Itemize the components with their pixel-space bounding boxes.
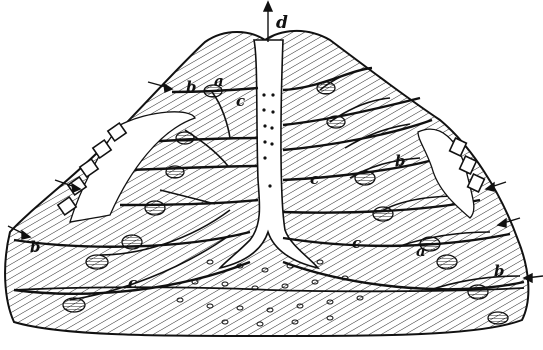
label-c-left-low: c	[128, 274, 137, 292]
label-d: d	[276, 13, 288, 33]
label-b-left-low: b	[30, 238, 41, 256]
label-a-right-low: a	[416, 242, 426, 260]
label-c-right-low: c	[352, 234, 361, 252]
label-b-right-mid: b	[395, 152, 406, 170]
label-a-left-top: a	[214, 72, 224, 90]
label-c-left-top: c	[236, 92, 245, 110]
label-c-right-mid: c	[310, 170, 319, 188]
label-b-left-top: b	[186, 78, 197, 96]
label-b-right-low: b	[494, 262, 505, 280]
